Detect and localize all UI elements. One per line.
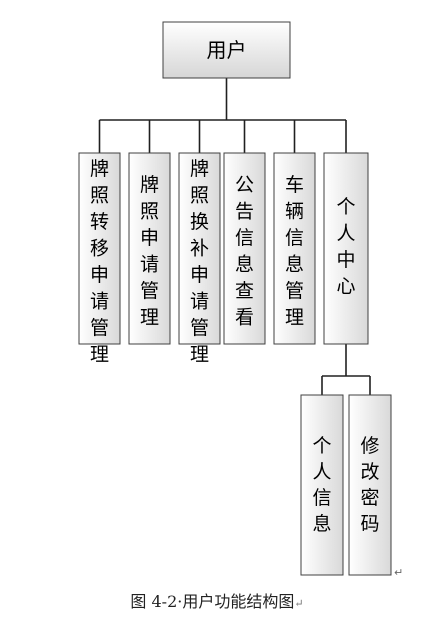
sub-module-node-2-box	[348, 394, 392, 576]
module-node-5-label: 车辆信息管理	[285, 174, 304, 329]
module-node-3-box	[178, 152, 221, 345]
caption-text: 图 4-2·用户功能结构图	[130, 592, 295, 611]
module-node-4: 公告信息查看	[223, 152, 266, 345]
root-node-user: 用户	[162, 21, 291, 79]
module-node-2-label: 牌照申请管理	[140, 174, 159, 329]
sub-module-node-1-box	[300, 394, 344, 576]
paragraph-mark-right: ↵	[394, 566, 404, 579]
module-node-6-box	[323, 152, 369, 345]
module-node-4-box	[223, 152, 266, 345]
module-node-5: 车辆信息管理	[273, 152, 316, 345]
figure-caption: 图 4-2·用户功能结构图↵	[0, 588, 434, 612]
module-node-6: 个人中心	[323, 152, 369, 345]
root-node-box	[162, 21, 291, 79]
module-node-3: 牌照换补申请管理	[178, 152, 221, 366]
module-node-3-label: 牌照换补申请管理	[190, 158, 209, 366]
sub-module-node-2-label: 修改密码	[360, 435, 379, 535]
module-node-6-label: 个人中心	[336, 196, 355, 298]
module-node-2-box	[128, 152, 171, 345]
module-node-1-label: 牌照转移申请管理	[90, 158, 109, 366]
connectors	[98, 78, 371, 395]
module-node-2: 牌照申请管理	[128, 152, 171, 345]
module-node-1-box	[78, 152, 121, 345]
module-node-4-label: 公告信息查看	[235, 174, 254, 329]
paragraph-mark: ↵	[294, 597, 304, 610]
module-node-5-box	[273, 152, 316, 345]
module-node-1: 牌照转移申请管理	[78, 152, 121, 366]
root-node-label: 用户	[207, 38, 247, 62]
sub-module-node-1-label: 个人信息	[312, 435, 331, 535]
sub-module-node-2: 修改密码	[348, 394, 392, 576]
sub-module-node-1: 个人信息	[300, 394, 344, 576]
